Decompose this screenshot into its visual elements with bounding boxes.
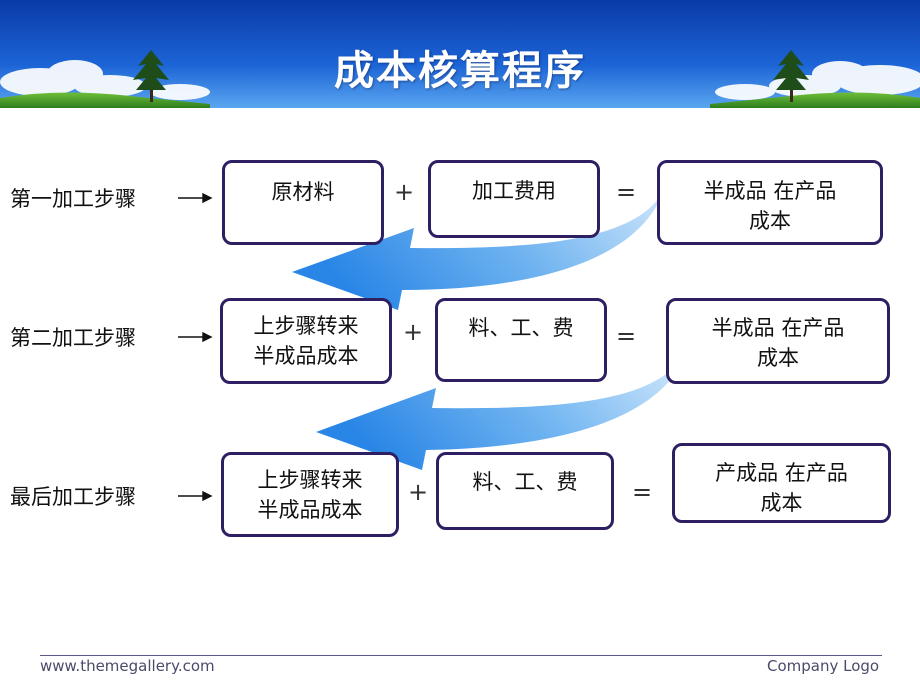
row1-box1-text: 原材料 <box>271 180 335 204</box>
footer-website: www.themegallery.com <box>40 657 215 675</box>
row1-plus-sign: + <box>394 178 415 206</box>
tree-left-icon <box>133 50 169 102</box>
sky-background <box>0 0 920 108</box>
row3-box3-line2: 成本 <box>760 491 803 515</box>
row1-box2-text: 加工费用 <box>472 179 556 203</box>
tree-right-icon <box>773 50 809 102</box>
row2-cost-box: 料、工、费 <box>435 298 607 382</box>
slide-title: 成本核算程序 <box>334 48 586 94</box>
footer-divider <box>40 655 882 656</box>
row2-step-label: 第二加工步骤 <box>10 326 136 350</box>
row3-plus-sign: + <box>408 478 429 506</box>
row2-box3-line2: 成本 <box>757 346 799 370</box>
row2-box1-line2: 半成品成本 <box>253 344 359 368</box>
transfer-arrow-2 <box>316 352 686 470</box>
row3-box1-line2: 半成品成本 <box>257 498 363 522</box>
row1-box3-line1: 半成品 在产品 <box>703 179 837 203</box>
hill-left <box>0 92 210 108</box>
row3-box2-text: 料、工、费 <box>472 470 578 494</box>
footer-company-logo: Company Logo <box>767 657 880 675</box>
row1-raw-material-box: 原材料 <box>222 160 384 245</box>
header-banner <box>0 0 920 108</box>
row2-box3-line1: 半成品 在产品 <box>711 316 845 340</box>
row1-box3-line2: 成本 <box>749 209 791 233</box>
row1-result-box: 半成品 在产品 成本 <box>657 160 883 245</box>
hill-right <box>710 92 920 108</box>
row3-box3-line1: 产成品 在产品 <box>715 461 848 485</box>
row2-box2-text: 料、工、费 <box>468 316 574 340</box>
row2-result-box: 半成品 在产品 成本 <box>666 298 890 384</box>
row3-box1-line1: 上步骤转来 <box>257 468 363 492</box>
row2-equals-sign: = <box>616 322 637 350</box>
row2-box1-line1: 上步骤转来 <box>253 314 359 338</box>
row3-result-box: 产成品 在产品 成本 <box>672 443 891 523</box>
cloud-left <box>0 60 210 100</box>
row3-transfer-box: 上步骤转来 半成品成本 <box>221 452 399 537</box>
row3-cost-box: 料、工、费 <box>436 452 614 530</box>
row1-equals-sign: = <box>616 178 637 206</box>
row3-step-label: 最后加工步骤 <box>10 485 136 509</box>
row1-step-label: 第一加工步骤 <box>10 187 136 211</box>
row2-transfer-box: 上步骤转来 半成品成本 <box>220 298 392 384</box>
row3-equals-sign: = <box>632 478 653 506</box>
transfer-arrow-1 <box>292 190 664 310</box>
row1-processing-cost-box: 加工费用 <box>428 160 600 238</box>
row2-plus-sign: + <box>403 318 424 346</box>
